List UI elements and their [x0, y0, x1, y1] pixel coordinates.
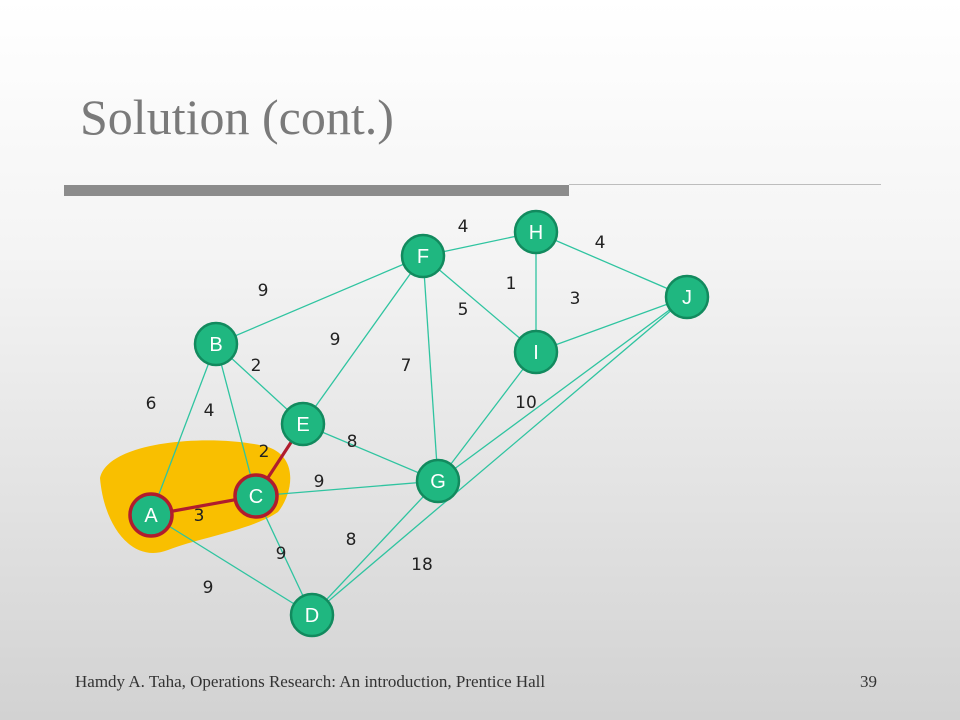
node-circle-d [289, 592, 335, 638]
node-g: G [415, 458, 461, 504]
edge-weight-i-g: 10 [515, 393, 537, 413]
node-circle-b [193, 321, 239, 367]
node-c: C [233, 473, 279, 519]
title-underline-line [569, 184, 881, 185]
edge-weight-h-i: 1 [506, 274, 517, 294]
page-number: 39 [860, 672, 877, 691]
footer-citation: Hamdy A. Taha, Operations Research: An i… [75, 672, 546, 691]
edge-weights-layer: 6 3 9 4 2 9 2 9 9 9 8 7 4 5 1 4 3 10 8 18 [146, 217, 606, 598]
edge-weight-b-c: 4 [204, 401, 215, 421]
node-circle-i [513, 329, 559, 375]
node-circle-a [128, 492, 174, 538]
edge-weight-c-d: 9 [276, 544, 287, 564]
edge-j-g [437, 296, 688, 482]
edge-f-i [422, 255, 537, 353]
node-label-h: H [529, 222, 543, 244]
node-label-a: A [144, 505, 158, 527]
node-h: H [513, 209, 559, 255]
edge-i-j [535, 296, 688, 353]
edge-weight-f-g: 7 [401, 356, 412, 376]
node-label-g: G [430, 471, 446, 493]
edge-weight-e-g: 8 [347, 432, 358, 452]
edge-j-d [311, 296, 688, 616]
edge-i-g [437, 351, 537, 482]
edge-weight-f-h: 4 [458, 217, 469, 237]
slide-title: Solution (cont.) [80, 89, 394, 145]
edge-weight-a-d: 9 [203, 578, 214, 598]
node-label-j: J [682, 287, 692, 309]
edge-c-g [255, 480, 439, 497]
node-b: B [193, 321, 239, 367]
edge-weight-b-f: 9 [258, 281, 269, 301]
edge-weight-g-d: 8 [346, 530, 357, 550]
node-circle-f [400, 233, 446, 279]
edge-h-j [535, 231, 688, 298]
edge-a-b [150, 343, 217, 516]
edge-weight-c-e: 2 [259, 442, 270, 462]
edge-weight-a-b: 6 [146, 394, 157, 414]
edge-weight-b-e: 2 [251, 356, 262, 376]
nodes-layer: A B C D E F G H I J [128, 209, 710, 638]
node-label-e: E [296, 414, 309, 436]
node-i: I [513, 329, 559, 375]
node-circle-g [415, 458, 461, 504]
node-j: J [664, 274, 710, 320]
node-f: F [400, 233, 446, 279]
title-underline-bar [64, 185, 569, 196]
node-d: D [289, 592, 335, 638]
node-circle-h [513, 209, 559, 255]
node-label-c: C [249, 486, 263, 508]
node-circle-j [664, 274, 710, 320]
node-label-i: I [533, 342, 539, 364]
edge-weight-i-j: 3 [570, 289, 581, 309]
node-circle-c [233, 473, 279, 519]
edge-e-f [302, 255, 424, 425]
edge-weight-f-i: 5 [458, 300, 469, 320]
node-e: E [280, 401, 326, 447]
node-a: A [128, 492, 174, 538]
edge-a-d [150, 514, 313, 616]
edge-weight-c-g: 9 [314, 472, 325, 492]
edge-b-c [215, 343, 257, 497]
edge-weight-j-d: 18 [411, 555, 433, 575]
node-label-f: F [417, 246, 429, 268]
edge-weight-h-j: 4 [595, 233, 606, 253]
edge-g-d [311, 480, 439, 616]
node-label-b: B [209, 334, 222, 356]
node-circle-e [280, 401, 326, 447]
edge-weight-a-c: 3 [194, 506, 205, 526]
edge-weight-e-f: 9 [330, 330, 341, 350]
edge-e-g [302, 423, 439, 482]
edge-b-f [215, 255, 424, 345]
node-label-d: D [305, 605, 319, 627]
edge-f-g [422, 255, 439, 482]
